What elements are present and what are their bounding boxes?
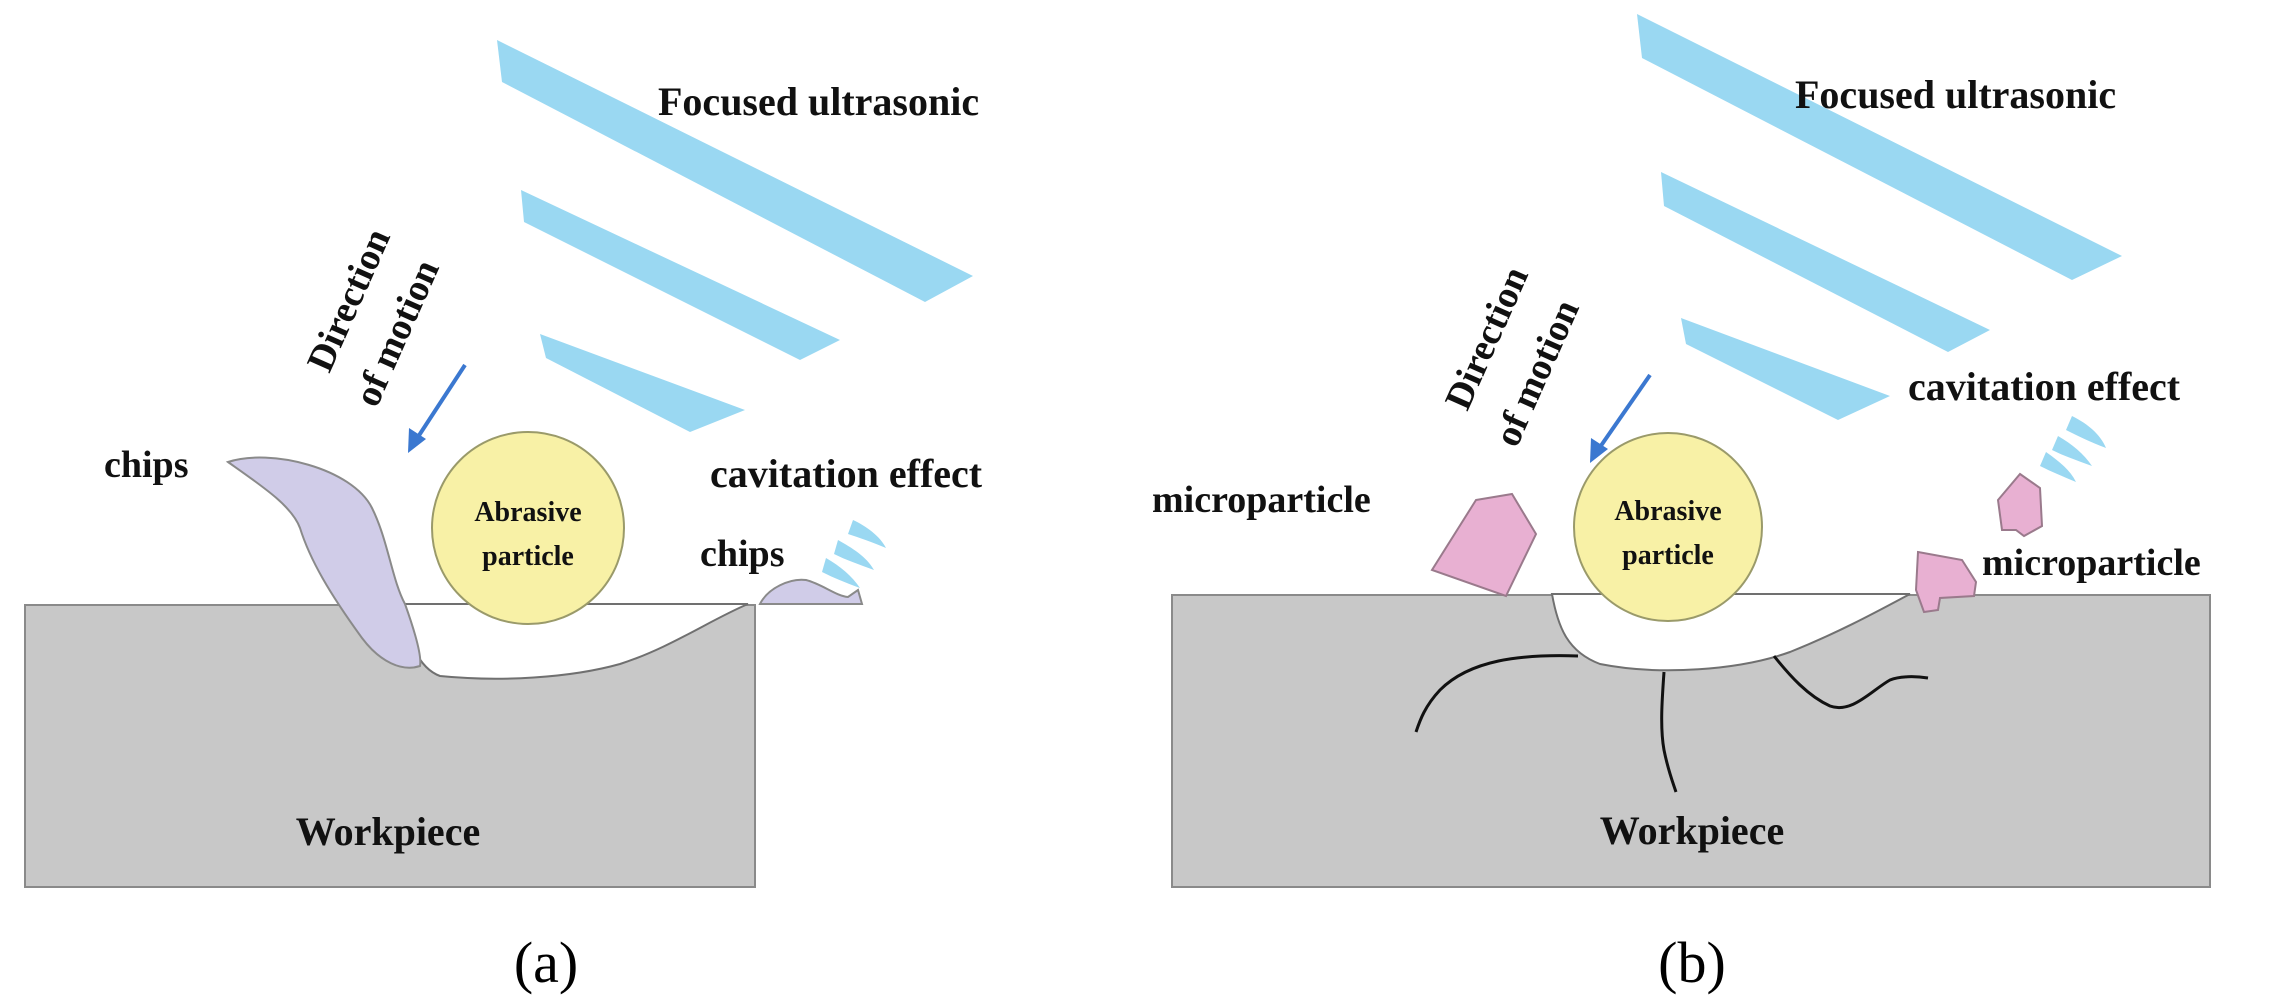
microparticle-label-left-b: microparticle [1152,479,1371,521]
chip-left-a [225,456,422,669]
microparticle-lower-right-b [1914,550,1978,614]
focused-ultrasonic-label-a: Focused ultrasonic [658,79,979,124]
direction-arrow-head-b [1590,438,1608,463]
direction-arrow-head-a [408,428,426,453]
workpiece-label-b: Workpiece [1600,808,1784,853]
chips-label-left-a: chips [104,444,188,486]
abrasive-label-line1-b: Abrasive [1614,496,1721,527]
cavitation-label-a: cavitation effect [710,451,983,496]
ultrasonic-wave-b-1 [1637,14,2122,280]
cavitation-icon-a [822,520,886,588]
ultrasonic-wave-b-2 [1661,172,1990,352]
abrasive-label-line2-a: particle [482,541,574,572]
abrasive-particle-a [431,431,625,625]
ultrasonic-wave-a-1 [497,40,973,302]
workpiece-label-a: Workpiece [296,809,480,854]
crack-center-b [1660,671,1678,793]
ultrasonic-wave-a-3 [540,334,745,432]
crack-right-b [1772,655,1929,710]
microparticle-left-b [1430,492,1538,598]
caption-b: (b) [1658,930,1726,995]
cavitation-icon-b [2040,416,2106,482]
focused-ultrasonic-label-b: Focused ultrasonic [1795,72,2116,117]
microparticle-upper-right-b [1996,472,2044,538]
panel-a: Abrasive particle Direction of motion Fo… [24,40,983,995]
panel-b: Abrasive particle Direction of motion Fo… [1152,14,2211,995]
cavitation-label-b: cavitation effect [1908,364,2181,409]
caption-a: (a) [514,930,578,995]
chip-right-a [758,578,864,605]
abrasive-particle-b [1573,432,1763,622]
microparticle-label-right-b: microparticle [1982,542,2201,584]
crack-left-b [1414,654,1579,733]
ultrasonic-wave-a-2 [521,190,840,360]
abrasive-label-line1-a: Abrasive [474,497,581,528]
cracks-b [1414,654,1929,793]
ultrasonic-wave-b-3 [1681,318,1890,420]
abrasive-label-line2-b: particle [1622,540,1714,571]
direction-arrow-line-a [414,363,467,442]
direction-arrow-line-b [1596,373,1652,452]
chips-label-right-a: chips [700,533,784,575]
